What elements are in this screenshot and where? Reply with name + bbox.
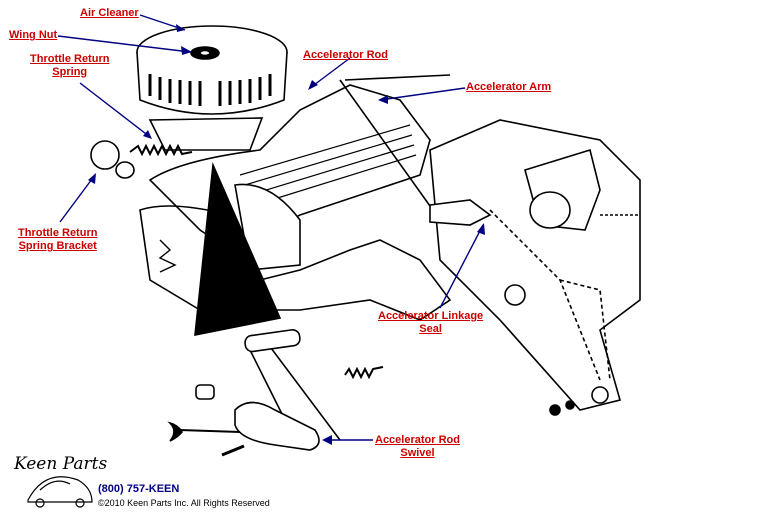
label-linkage-seal-line1: Accelerator Linkage <box>378 310 484 322</box>
throttle-spring <box>129 143 193 157</box>
phone-number[interactable]: (800) 757-KEEN <box>98 483 180 495</box>
label-linkage-seal-line2: Seal <box>419 323 442 335</box>
leader-cone <box>194 161 282 336</box>
label-rod-swivel-line1: Accelerator Rod <box>375 434 460 446</box>
carburetor <box>148 117 264 151</box>
rod-swivel <box>234 401 320 451</box>
spring-bracket <box>90 140 120 170</box>
linkage-seal <box>429 199 492 226</box>
leader-arrows <box>88 24 485 445</box>
accelerator-rod <box>339 79 441 221</box>
label-throttle-return-spring: Throttle Return Spring <box>30 53 109 79</box>
engine-drawing <box>90 25 641 457</box>
firewall <box>429 119 641 411</box>
air-cleaner-slots <box>148 74 272 106</box>
leader-lines <box>57 14 484 441</box>
label-accelerator-linkage-seal: Accelerator Linkage Seal <box>378 310 483 336</box>
label-throttle-return-spring-line2: Spring <box>52 66 88 78</box>
oil-filler <box>234 183 301 271</box>
label-rod-swivel-line2: Swivel <box>400 447 435 459</box>
label-accelerator-arm: Accelerator Arm <box>466 81 552 93</box>
label-spring-bracket-line2: Spring Bracket <box>18 240 97 252</box>
valve-cover-ribs <box>239 124 417 206</box>
swivel-bolt <box>244 329 301 353</box>
label-throttle-return-spring-line1: Throttle Return <box>30 53 110 65</box>
swivel-spring <box>344 366 384 380</box>
label-accelerator-rod: Accelerator Rod <box>303 49 388 61</box>
brand-logo-text: Keen Parts <box>14 454 108 474</box>
label-throttle-return-spring-bracket: Throttle Return Spring Bracket <box>18 227 97 253</box>
keen-parts-logo <box>27 476 93 508</box>
copyright-notice: ©2010 Keen Parts Inc. All Rights Reserve… <box>98 498 270 508</box>
label-wing-nut: Wing Nut <box>9 29 58 41</box>
label-spring-bracket-line1: Throttle Return <box>18 227 98 239</box>
label-accelerator-rod-swivel: Accelerator Rod Swivel <box>375 434 460 460</box>
label-air-cleaner: Air Cleaner <box>80 7 139 19</box>
